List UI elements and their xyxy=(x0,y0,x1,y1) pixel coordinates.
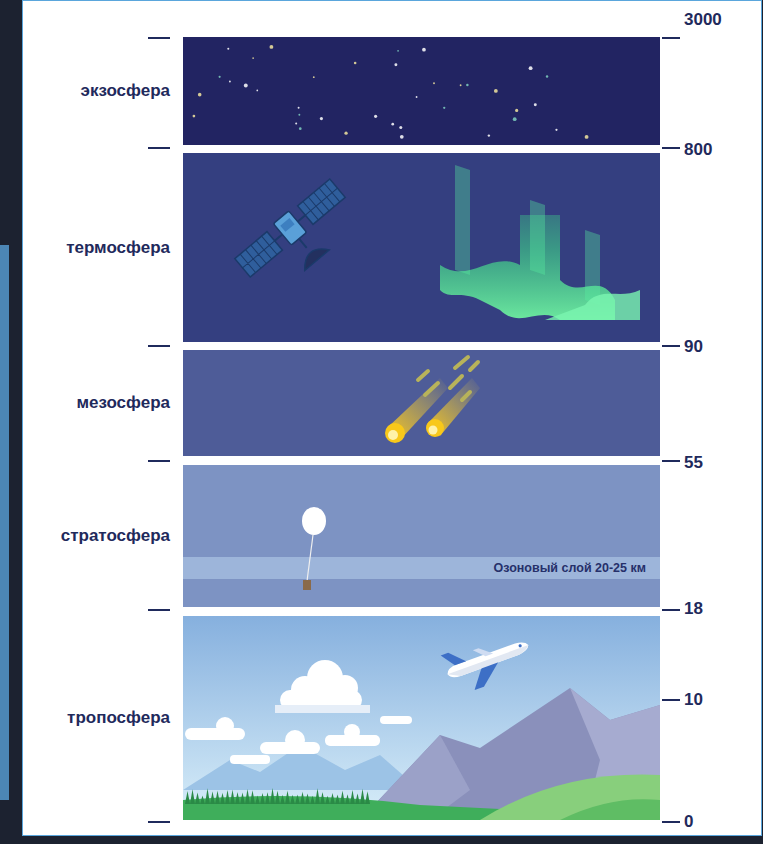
altitude-number: 55 xyxy=(684,453,703,473)
layer-name: мезосфера xyxy=(76,393,170,413)
ozone-band xyxy=(183,557,660,579)
atmosphere-layer: экзосфера xyxy=(183,37,660,145)
stars xyxy=(193,45,589,139)
ozone-band: Озоновый слой 20-25 км xyxy=(183,557,660,579)
meteors xyxy=(385,357,480,443)
altitude-number: 800 xyxy=(684,140,712,160)
satellite xyxy=(234,177,365,300)
aurora xyxy=(440,160,640,320)
exosphere-band xyxy=(183,37,660,145)
atmosphere-layer: термосфера xyxy=(183,153,660,342)
airplane xyxy=(441,626,537,697)
thermosphere-band xyxy=(183,153,660,342)
troposphere-band xyxy=(183,616,660,820)
atmosphere-layer: стратосфераОзоновый слой 20-25 км xyxy=(183,465,660,607)
layer-name: экзосфера xyxy=(81,81,170,101)
weather-balloon xyxy=(302,507,326,590)
layer-name: тропосфера xyxy=(67,708,170,728)
stratosphere-band xyxy=(183,465,660,607)
altitude-number: 0 xyxy=(684,812,693,832)
ozone-label: Озоновый слой 20-25 км xyxy=(183,557,660,579)
edge-image xyxy=(0,245,9,800)
landscape xyxy=(183,660,660,820)
altitude-number: 18 xyxy=(684,599,703,619)
layer-name: термосфера xyxy=(66,238,170,258)
altitude-number: 90 xyxy=(684,337,703,357)
atmosphere-layer: мезосфера xyxy=(183,350,660,456)
mesosphere-band xyxy=(183,350,660,456)
layer-name: стратосфера xyxy=(61,526,170,546)
altitude-number: 3000 xyxy=(684,10,722,30)
altitude-number: 10 xyxy=(684,690,703,710)
atmosphere-layer: тропосфера xyxy=(183,616,660,820)
scale-ticks xyxy=(148,38,680,822)
